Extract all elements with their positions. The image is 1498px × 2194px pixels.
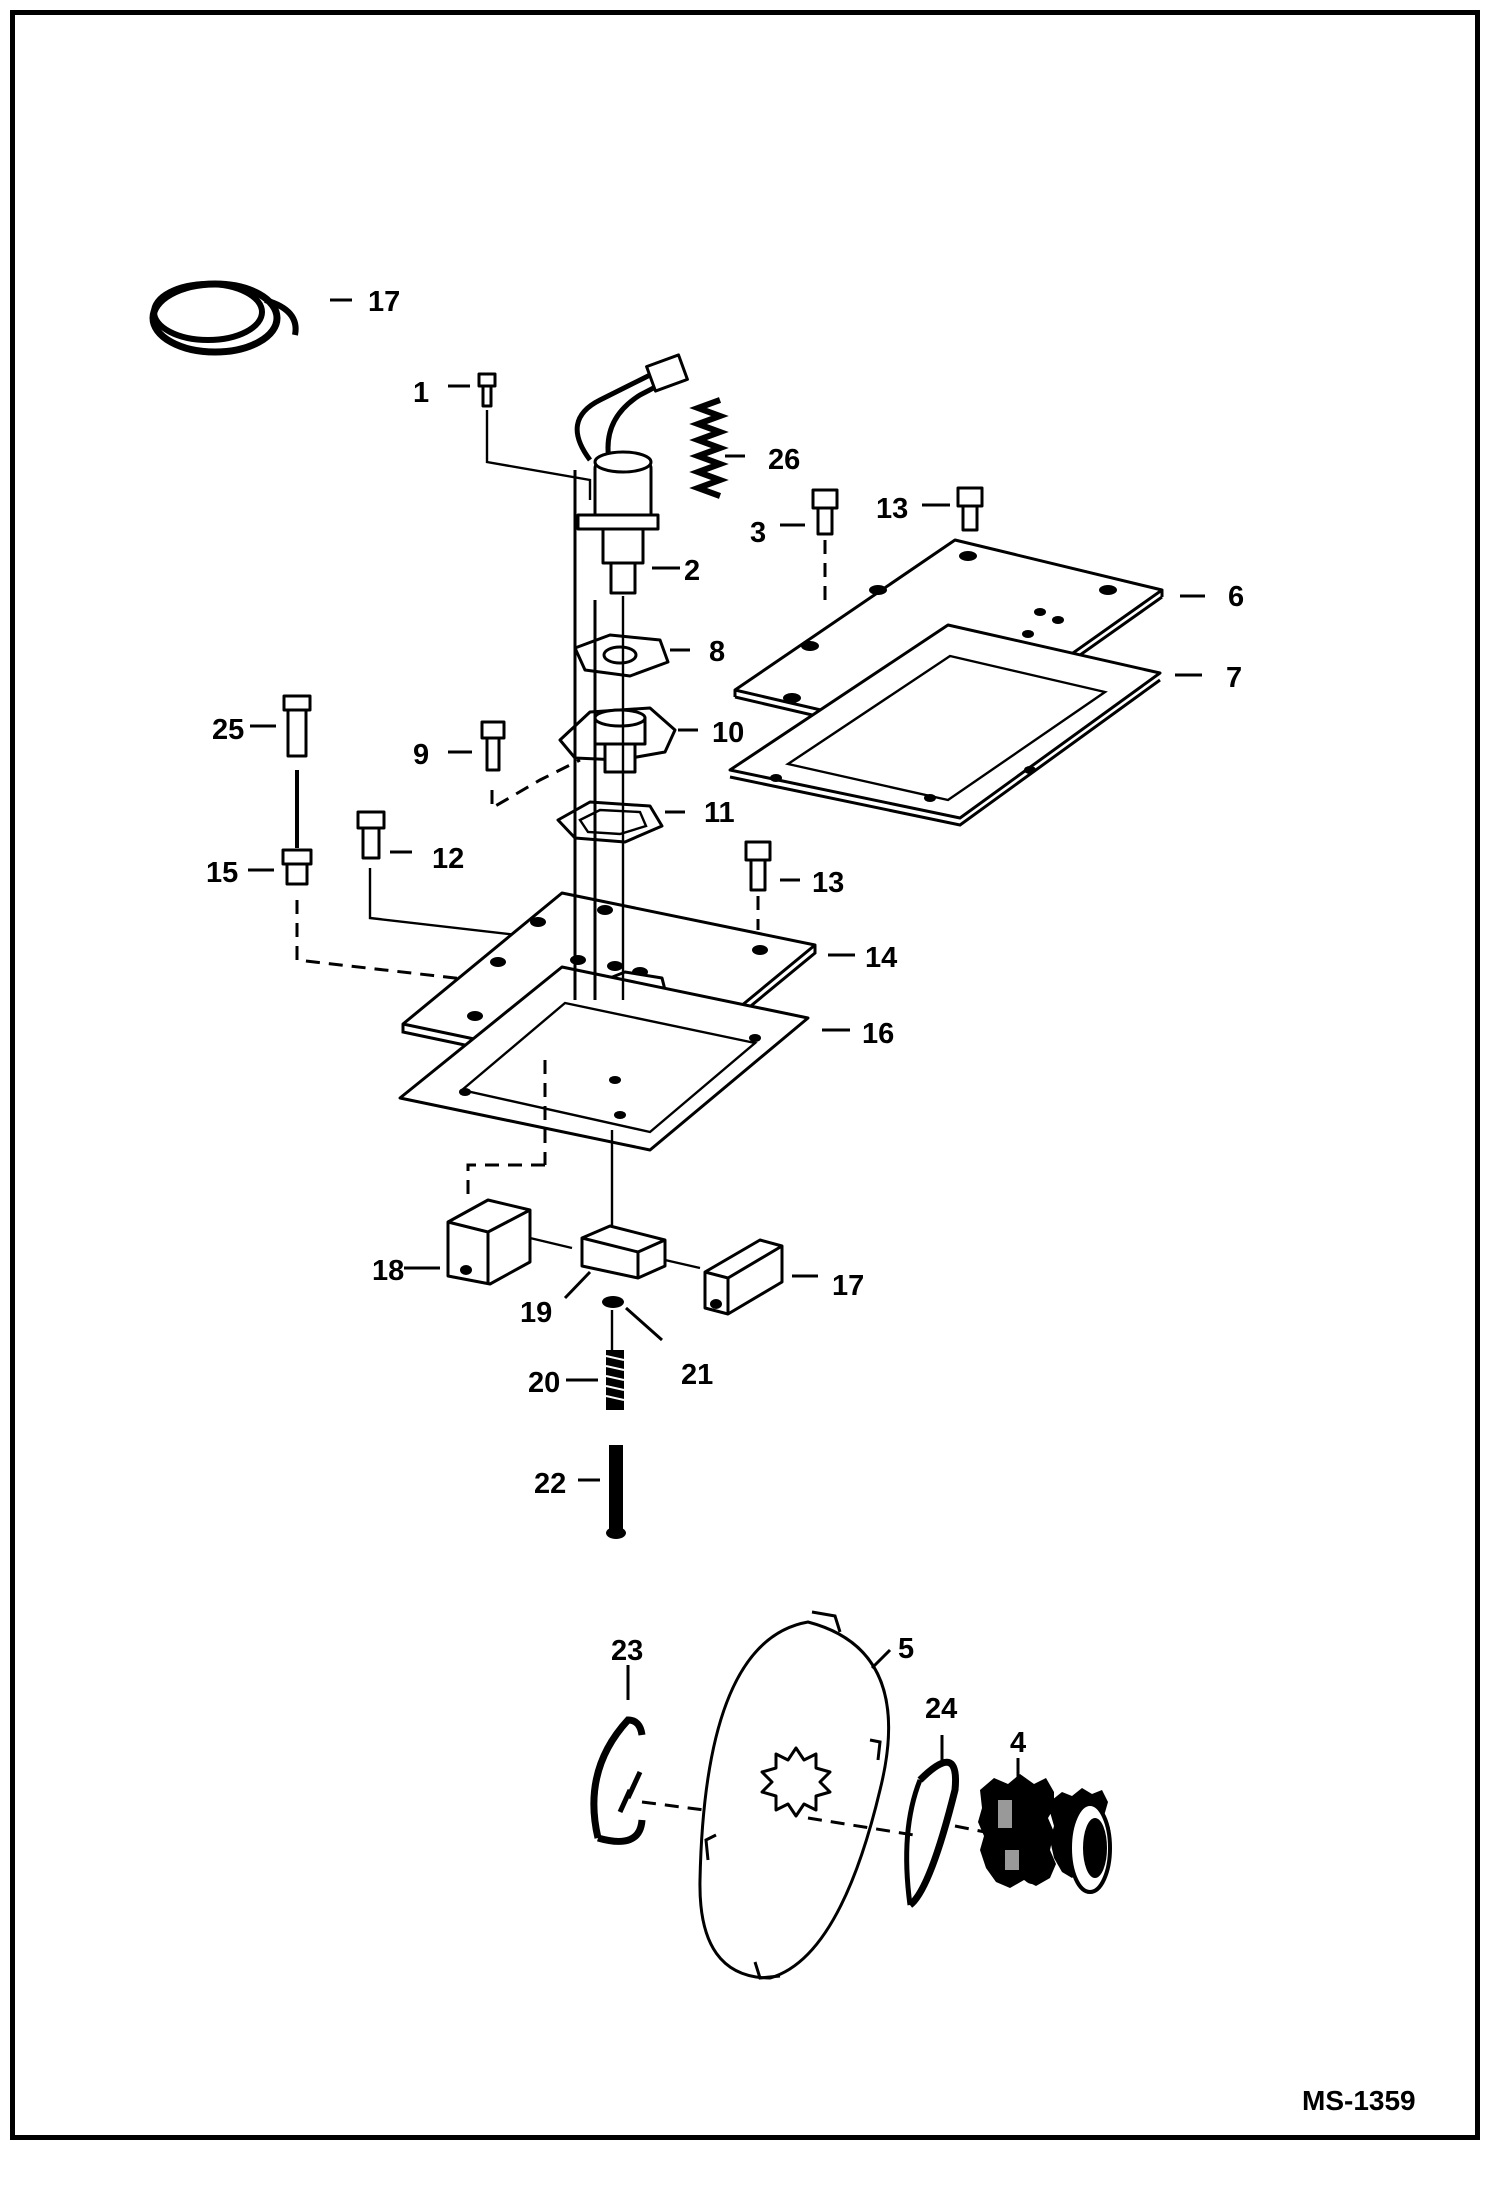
drawing-frame bbox=[10, 10, 1480, 2140]
part-26-spring bbox=[689, 397, 745, 499]
callout-21: 19 bbox=[520, 1297, 552, 1329]
part-8-gasket bbox=[573, 633, 690, 678]
part-5-disc bbox=[698, 1610, 921, 1980]
part-17-snap-ring-right bbox=[904, 1735, 986, 1908]
callout-13-upper: 13 bbox=[876, 493, 908, 525]
assembly-axis-lines bbox=[466, 470, 625, 1350]
part-2-solenoid bbox=[574, 353, 689, 595]
part-17-snap-ring-left bbox=[590, 1665, 646, 1845]
callout-10: 10 bbox=[712, 717, 744, 749]
callout-17b: 24 bbox=[925, 1693, 957, 1725]
part-13-screw-lower bbox=[744, 840, 800, 930]
callout-24: 22 bbox=[534, 1468, 566, 1500]
part-15-gasket bbox=[398, 965, 850, 1152]
part-20-block bbox=[404, 1198, 573, 1286]
callout-19: 17 bbox=[832, 1270, 864, 1302]
callout-14: 14 bbox=[865, 942, 897, 974]
callout-8: 8 bbox=[709, 636, 725, 668]
part-1-screw bbox=[448, 372, 592, 500]
callout-4: 4 bbox=[1010, 1727, 1026, 1759]
callout-9: 9 bbox=[413, 739, 429, 771]
part-3-screw bbox=[780, 488, 839, 600]
part-18-wire-loop bbox=[149, 280, 352, 356]
part-23-washer bbox=[602, 1296, 663, 1342]
callout-7: 7 bbox=[1226, 662, 1242, 694]
callout-20: 18 bbox=[372, 1255, 404, 1287]
part-11-gasket bbox=[556, 800, 685, 844]
part-24-rod bbox=[578, 1445, 626, 1539]
callout-11: 11 bbox=[704, 797, 735, 829]
callout-18: 17 bbox=[368, 286, 400, 318]
part-19-block bbox=[703, 1238, 818, 1316]
part-21-slide bbox=[563, 1224, 701, 1300]
part-25-pin bbox=[250, 694, 312, 848]
callout-6: 6 bbox=[1228, 581, 1244, 613]
callout-1: 1 bbox=[413, 377, 429, 409]
part-7-gasket bbox=[728, 623, 1202, 827]
callout-13-lower: 13 bbox=[812, 867, 844, 899]
callout-12: 12 bbox=[432, 843, 464, 875]
part-9-screw bbox=[448, 720, 581, 811]
part-22-spring bbox=[566, 1350, 625, 1410]
callout-23: 21 bbox=[681, 1359, 713, 1391]
callout-26: 26 bbox=[768, 444, 800, 476]
drawing-code: MS-1359 bbox=[1302, 2085, 1416, 2116]
callout-2: 2 bbox=[684, 555, 700, 587]
callout-15: 16 bbox=[862, 1018, 894, 1050]
part-4-sprocket bbox=[978, 1758, 1112, 1894]
callout-labels: 17 1 26 3 13 2 6 8 7 25 10 9 11 12 15 13… bbox=[206, 286, 1416, 2116]
callout-3: 3 bbox=[750, 517, 766, 549]
callout-25: 25 bbox=[212, 714, 244, 746]
callout-16: 15 bbox=[206, 857, 238, 889]
callout-5: 5 bbox=[898, 1633, 914, 1665]
callout-22: 20 bbox=[528, 1367, 560, 1399]
callout-17a: 23 bbox=[611, 1635, 643, 1667]
part-10-valve-body bbox=[558, 706, 698, 774]
part-13-screw-upper bbox=[922, 486, 984, 532]
